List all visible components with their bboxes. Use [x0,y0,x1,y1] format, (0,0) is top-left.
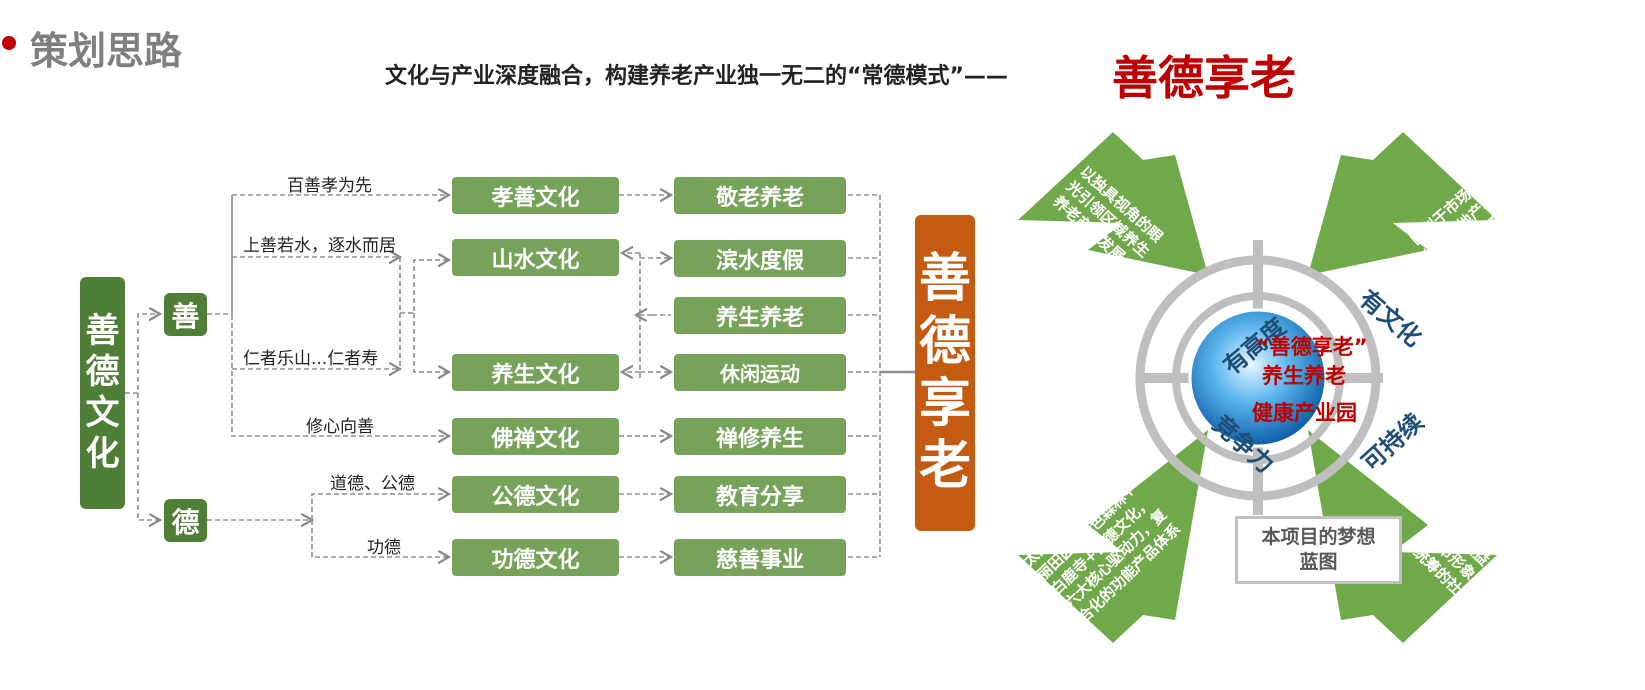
product-box: 滨水度假 [674,240,846,277]
edge-label: 修心向善 [306,417,374,437]
vision-graphic [1018,132,1497,643]
edge-label: 上善若水，逐水而居 [243,236,396,256]
culture-box: 佛禅文化 [452,418,619,455]
product-box: 教育分享 [674,476,846,513]
arrow-bottom-right [1308,430,1497,643]
culture-box: 孝善文化 [452,177,619,214]
bullet-dot [2,36,16,50]
root-culture-box: 善 德 文 化 [80,277,125,509]
goal-char: 享 [918,374,971,434]
center-line: 健康产业园 [1252,401,1357,425]
edge-label: 仁者乐山...仁者寿 [243,349,379,369]
product-box: 休闲运动 [674,354,846,391]
dream-caption-box: 本项目的梦想 蓝图 [1235,516,1402,584]
tagline: 文化与产业深度融合，构建养老产业独一无二的“常德模式”—— [385,64,1008,89]
product-box: 养生养老 [674,297,846,334]
page-title: 策划思路 [30,29,183,73]
center-line: 养生养老 [1262,364,1346,388]
root-char: 善 [85,311,120,352]
root-char: 化 [85,433,120,474]
product-box: 敬老养老 [674,177,846,214]
arrow-bottom-left [1018,430,1208,643]
arrow-top-right [1308,132,1497,275]
culture-box: 养生文化 [452,354,619,391]
flow-connectors [125,0,915,690]
root-char: 德 [85,352,120,393]
goal-char: 老 [918,436,971,497]
edge-label: 功德 [367,538,401,558]
goal-char: 善 [918,249,971,310]
root-char: 文 [85,393,120,433]
edge-label: 道德、公德 [330,474,415,494]
product-box: 禅修养生 [674,418,846,455]
branch-good-box: 善 [164,293,207,336]
culture-box: 山水文化 [452,239,619,276]
branch-virtue-box: 德 [164,499,207,542]
edge-label: 百善孝为先 [287,176,372,196]
center-title: “善德享老” [1256,335,1368,359]
culture-box: 公德文化 [452,476,619,513]
product-box: 慈善事业 [674,539,846,576]
goal-box: 善 德 享 老 [915,215,975,531]
culture-box: 功德文化 [452,539,619,576]
goal-char: 德 [918,311,971,372]
dream-line: 蓝图 [1299,551,1338,573]
arrow-top-left [1018,132,1208,275]
dream-line: 本项目的梦想 [1261,526,1376,549]
tagline-brand: 善德享老 [1112,51,1296,105]
